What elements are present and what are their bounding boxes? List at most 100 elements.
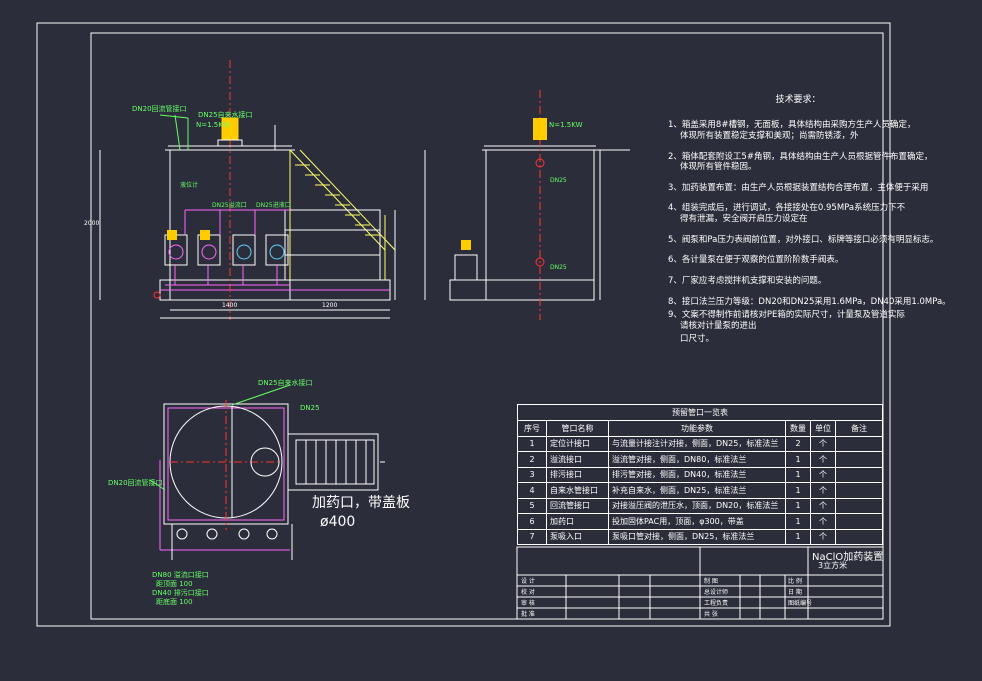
titleblock-label: 工程负责: [704, 600, 729, 607]
table-cell: 2: [517, 451, 547, 468]
note-item: 口尺寸。: [680, 334, 715, 345]
column-header: 功能参数: [608, 420, 786, 437]
table-cell: 溢流接口: [546, 451, 609, 468]
table-header-row: 序号 管口名称 功能参数 数量 单位 备注: [517, 420, 883, 437]
titleblock-label: 批 准: [521, 611, 535, 618]
table-cell: [835, 451, 883, 468]
table-cell: 3: [517, 466, 547, 483]
notes-title: 技术要求：: [775, 95, 821, 105]
table-cell: 对接溢压阀的泄压水，顶面，DN20，标准法兰: [608, 497, 786, 514]
inner-frame: [90, 32, 884, 620]
table-cell: 个: [810, 497, 836, 514]
note-item: 5、阀泵和Pa压力表阀前位置，对外接口、标牌等接口必须有明显标志。: [668, 234, 939, 245]
column-header: 单位: [810, 420, 836, 437]
note-item: 6、各计量泵在便于观察的位置阶阶数手阀表。: [668, 255, 844, 266]
front-dn25-label: DN25自来水接口: [198, 111, 253, 119]
plan-feed-opening: [250, 447, 280, 477]
table-cell: 1: [785, 451, 811, 468]
plan-view: [149, 384, 385, 560]
titleblock-label: 总设计师: [704, 589, 729, 596]
note-item: 8、接口法兰压力等级：DN20和DN25采用1.6MPa，DN40采用1.0MP…: [668, 296, 951, 307]
front-motor-label: N=1.5KW: [196, 121, 230, 129]
titleblock-label: 图纸编号: [788, 600, 813, 607]
note-item: 3、加药装置布置：由生产人员根据装置结构合理布置，主体便于采用: [668, 182, 929, 193]
plan-dn20-label: DN20回流管接口: [108, 479, 163, 487]
dim-height: 2000: [84, 220, 100, 227]
table-cell: 定位计接口: [546, 435, 609, 452]
note-item: 1、箱盖采用8#槽钢，无面板，具体结构由采购方生产人员确定，体现所有装置稳定支撑…: [668, 120, 916, 141]
table-cell: 泵吸入口: [546, 528, 609, 545]
project-subtitle: 3立方米: [818, 561, 848, 570]
table-cell: 个: [810, 482, 836, 499]
front-dn25c-label: DN25进液口: [256, 202, 291, 209]
table-cell: 个: [810, 528, 836, 545]
front-pumps: [164, 230, 289, 266]
plan-dn40-note: 距底面 100: [156, 598, 193, 606]
table-cell: [835, 497, 883, 514]
table-cell: [835, 482, 883, 499]
table-cell: 排污管对接，侧面，DN40，标准法兰: [608, 466, 786, 483]
note-item: 4、组装完成后，进行调试，各接接处在0.95MPa系统压力下不得有泄漏，安全阀开…: [668, 203, 906, 224]
table-cell: 2: [785, 435, 811, 452]
table-cell: 1: [785, 482, 811, 499]
technical-notes: 技术要求： 1、箱盖采用8#槽钢，无面板，具体结构由采购方生产人员确定，体现所有…: [668, 95, 968, 355]
table-cell: 与流量计接注计对接，侧面，DN25，标准法兰: [608, 435, 786, 452]
column-header: 数量: [785, 420, 811, 437]
table-cell: 7: [517, 528, 547, 545]
table-cell: 溢流管对接，侧面，DN80，标准法兰: [608, 451, 786, 468]
column-header: 管口名称: [546, 420, 609, 437]
table-cell: 自来水管接口: [546, 482, 609, 499]
plan-dn80-note: 距顶面 100: [156, 580, 193, 588]
table-cell: 1: [785, 497, 811, 514]
column-header: 备注: [835, 420, 883, 437]
front-view: [99, 60, 396, 320]
side-agitator-motor: [533, 118, 547, 140]
side-motor-label: N=1.5KW: [549, 121, 583, 129]
titleblock-label: 校 对: [521, 589, 535, 596]
table-cell: 1: [785, 513, 811, 530]
titleblock-label: 设 计: [521, 578, 535, 585]
titleblock-label: 日 期: [788, 589, 802, 596]
table-cell: 个: [810, 466, 836, 483]
note-item: 2、箱体配套附设工5#角钢，具体结构由生产人员根据管件布置确定，体现所有管件稳固…: [668, 151, 933, 173]
side-view: [424, 90, 630, 320]
table-cell: [835, 513, 883, 530]
plan-dn25-label: DN25自来水接口: [258, 379, 313, 387]
outer-frame: [36, 22, 891, 627]
note-item: 7、厂家应考虑搅拌机支撑和安装的问题。: [668, 275, 827, 286]
front-dn20-label: DN20回流管接口: [132, 105, 187, 113]
table-cell: 5: [517, 497, 547, 514]
plan-dn80-label: DN80 溢流口接口: [152, 571, 209, 579]
side-dn25-label: DN25: [550, 177, 567, 184]
table-cell: 投加固体PAC用，顶面，φ300，带盖: [608, 513, 786, 530]
schedule-caption: 预留管口一览表: [517, 404, 883, 420]
table-cell: 1: [785, 528, 811, 545]
table-cell: 排污接口: [546, 466, 609, 483]
table-cell: 个: [810, 435, 836, 452]
table-cell: 1: [517, 435, 547, 452]
plan-feed-label: 加药口，带盖板: [312, 495, 410, 511]
table-cell: [835, 528, 883, 545]
table-cell: 1: [785, 466, 811, 483]
project-title: NaClO加药装置: [812, 552, 884, 563]
plan-dn25b-label: DN25: [300, 404, 320, 412]
titleblock-label: 比 例: [788, 578, 802, 585]
table-cell: [835, 435, 883, 452]
table-cell: 4: [517, 482, 547, 499]
column-header: 序号: [517, 420, 547, 437]
table-cell: 补充自来水，侧面，DN25，标准法兰: [608, 482, 786, 499]
table-cell: [835, 466, 883, 483]
table-cell: 个: [810, 513, 836, 530]
titleblock-label: 审 核: [521, 600, 535, 607]
plan-feed-diameter: ø400: [320, 514, 356, 530]
plan-dn40-label: DN40 排污口接口: [152, 589, 209, 597]
titleblock-label: 共 张: [704, 611, 718, 618]
table-cell: 加药口: [546, 513, 609, 530]
